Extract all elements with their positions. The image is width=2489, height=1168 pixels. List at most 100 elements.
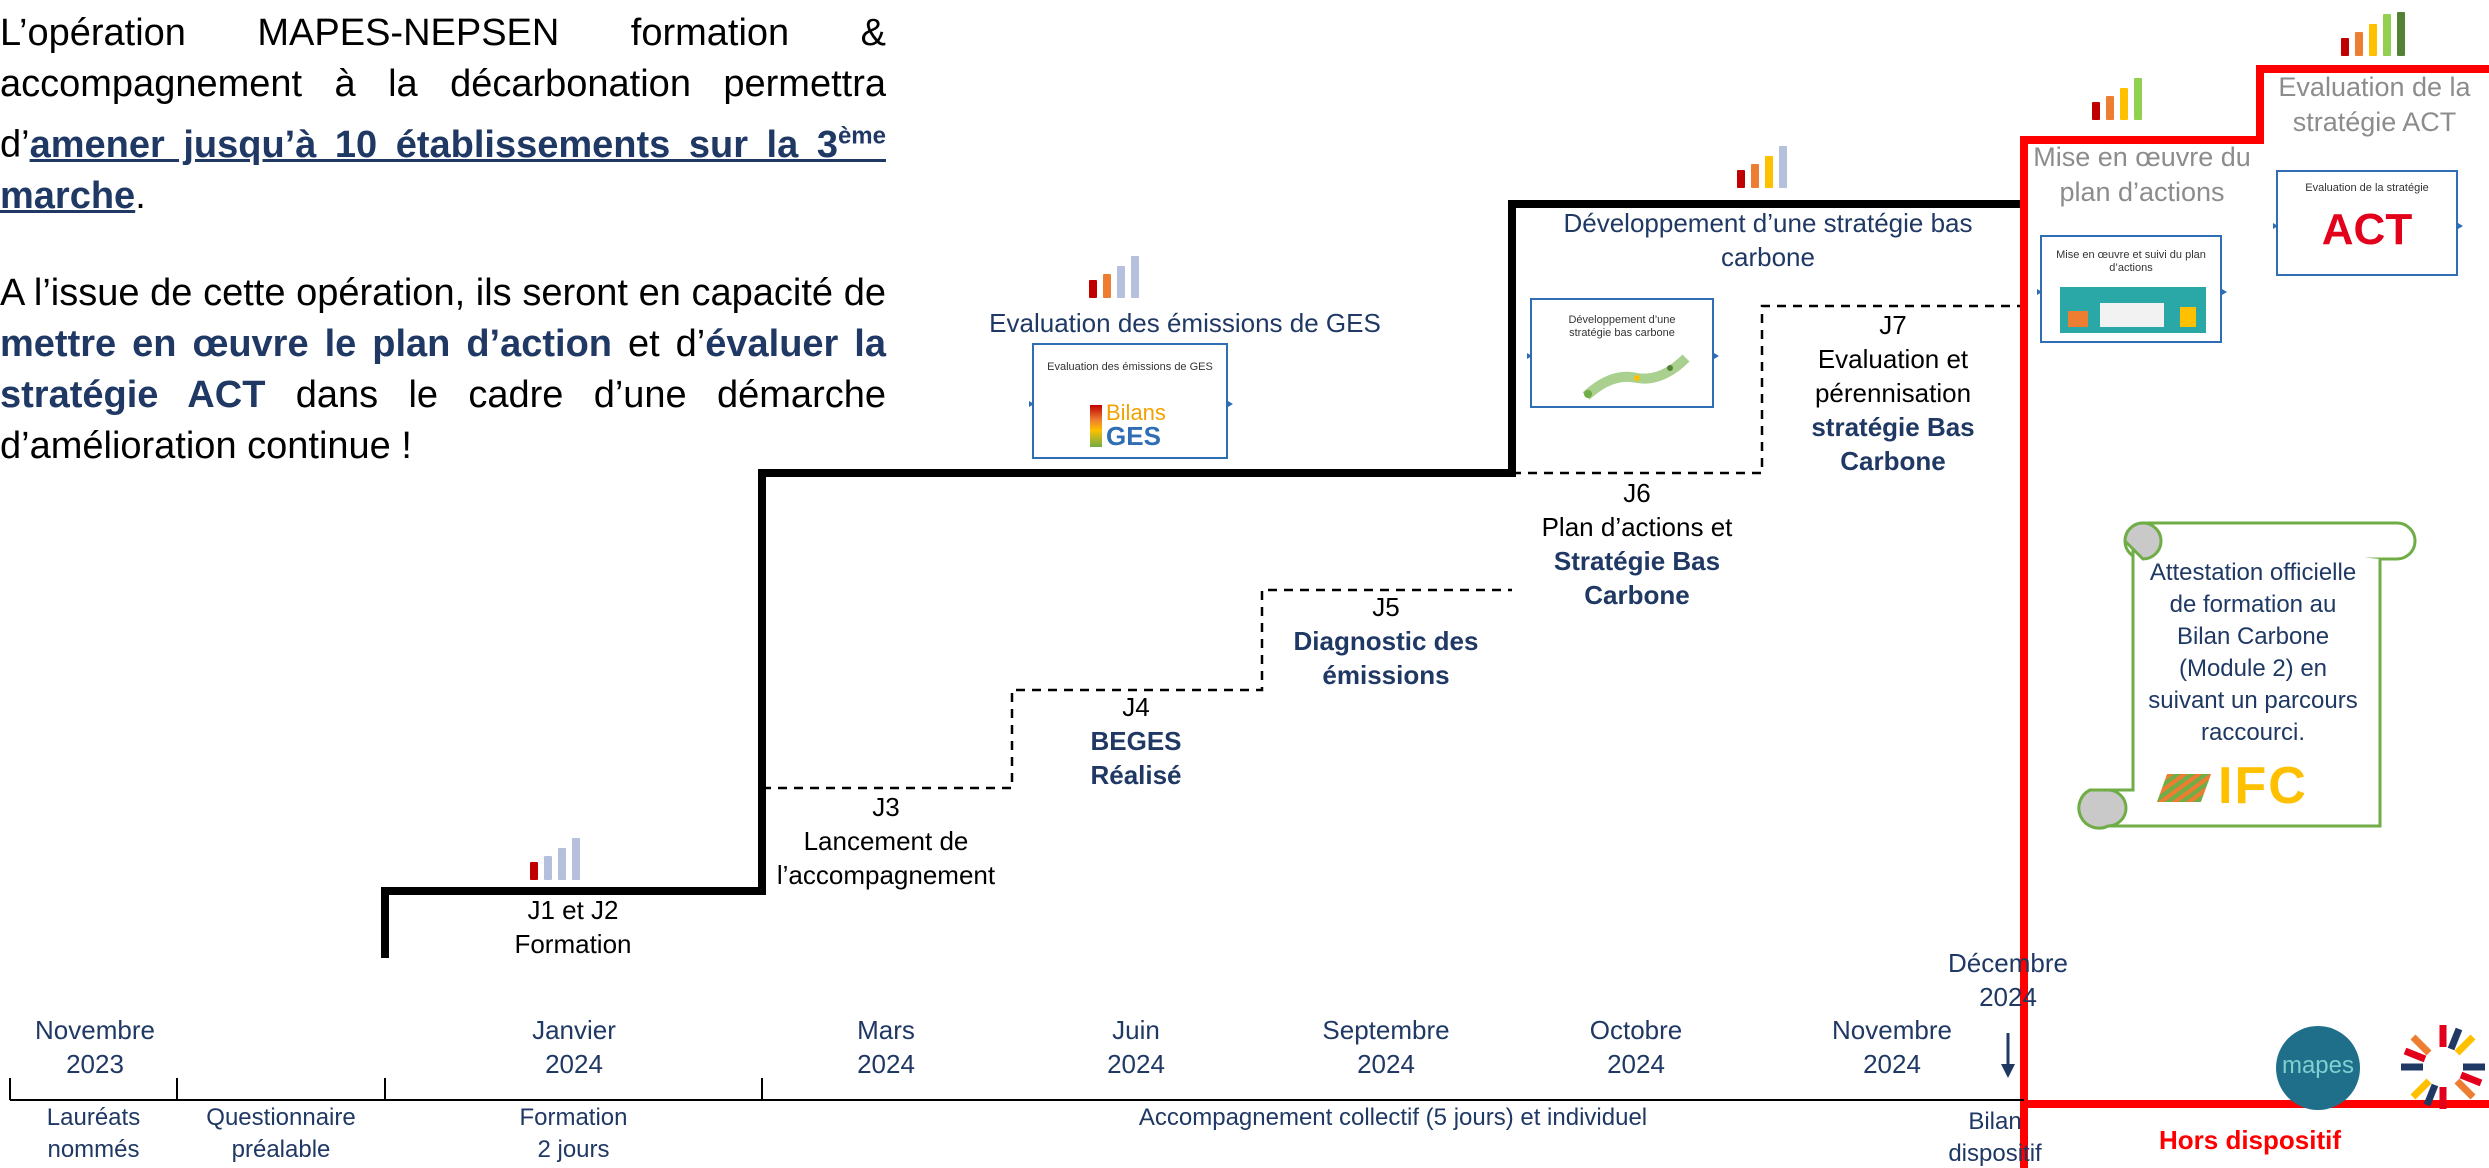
ges-card[interactable]: Evaluation des émissions de GES Bilans G… — [1029, 343, 1233, 459]
level-2-bars-icon — [1089, 256, 1139, 298]
ifc-mark-icon — [2156, 774, 2212, 802]
act-title-line2: stratégie ACT — [2292, 107, 2457, 137]
phase-formation: Formation 2 jours — [385, 1102, 762, 1166]
phase-bilan: Bilan dispositif — [1900, 1106, 2090, 1168]
phase-4-line2: dispositif — [1948, 1140, 2042, 1167]
act-section-title: Evaluation de la stratégie ACT — [2260, 70, 2489, 140]
plan-title-line2: plan d’actions — [2059, 177, 2225, 207]
step-j7-line4: stratégie Bas — [1811, 412, 1975, 442]
step-j4-line2: BEGES — [1090, 726, 1182, 756]
strategie-title-line2: carbone — [1721, 242, 1815, 272]
step-j5-code: J5 — [1372, 592, 1400, 622]
date-4-month: Septembre — [1322, 1015, 1450, 1045]
dashed-steps — [762, 588, 1512, 790]
step-j7-code: J7 — [1879, 310, 1907, 340]
dashed-step-j7 — [1512, 304, 2024, 475]
step-j4: J4 BEGES Réalisé — [1036, 690, 1236, 792]
phase-laureats: Lauréats nommés — [10, 1102, 177, 1166]
solid-staircase — [381, 200, 2024, 958]
scroll-text: Attestation officielle de formation au B… — [2128, 557, 2378, 749]
step-j1-j2-text: Formation — [514, 929, 632, 959]
step-j5-line3: émissions — [1322, 660, 1450, 690]
date-novembre-2023: Novembre 2023 — [0, 1013, 190, 1081]
phase-0-line1: Lauréats — [46, 1104, 141, 1131]
step-j6-line3: Stratégie Bas — [1553, 546, 1721, 576]
step-j7-line2: Evaluation et — [1817, 344, 1969, 374]
plan-illustration — [2060, 287, 2206, 333]
step-j3-line2: Lancement de — [803, 826, 969, 856]
date-novembre-2024: Novembre 2024 — [1802, 1013, 1982, 1081]
ifc-text: IFC — [2218, 757, 2308, 815]
step-j3-line3: l’accompagnement — [776, 860, 996, 890]
phase-2-line2: 2 jours — [537, 1136, 610, 1163]
level-3-bars-icon — [1737, 146, 1787, 188]
step-j1-j2: J1 et J2 Formation — [473, 893, 673, 961]
act-title-line1: Evaluation de la — [2278, 72, 2471, 102]
strategie-title-line1: Développement d’une stratégie bas — [1563, 208, 1973, 238]
strategie-card[interactable]: Développement d’une stratégie bas carbon… — [1527, 298, 1719, 408]
phase-0-line2: nommés — [47, 1136, 140, 1163]
phase-1-line2: préalable — [231, 1136, 331, 1163]
intro-p1-text: L’opération MAPES-NEPSEN formation & acc… — [0, 12, 886, 166]
step-j4-code: J4 — [1122, 692, 1150, 722]
partner-sun-logo — [2401, 1025, 2485, 1109]
phase-4-line1: Bilan — [1968, 1108, 2022, 1135]
date-janvier-2024: Janvier 2024 — [484, 1013, 664, 1081]
level-4-bars-icon — [2092, 78, 2142, 120]
phase-3-line1: Accompagnement collectif (5 jours) et in… — [1138, 1104, 1648, 1131]
intro-p1-link-2: marche — [0, 174, 136, 217]
step-j5-line2: Diagnostic des — [1293, 626, 1479, 656]
date-5-month: Octobre — [1589, 1015, 1683, 1045]
step-j3-code: J3 — [872, 792, 900, 822]
plan-card[interactable]: Mise en œuvre et suivi du plan d’actions — [2037, 235, 2227, 343]
phase-2-line1: Formation — [519, 1104, 628, 1131]
phase-accompagnement: Accompagnement collectif (5 jours) et in… — [762, 1102, 2024, 1134]
scroll-line6: raccourci. — [2200, 719, 2306, 746]
ifc-logo: IFC — [2156, 758, 2342, 814]
date-0-month: Novembre — [35, 1015, 155, 1045]
scroll-line3: Bilan Carbone — [2176, 623, 2330, 650]
bilans-text: Bilans — [1106, 400, 1166, 425]
green-path-icon — [1582, 354, 1690, 400]
date-3-year: 2024 — [1107, 1049, 1165, 1079]
step-j1-j2-code: J1 et J2 — [527, 895, 619, 925]
step-j7-line3: pérennisation — [1814, 378, 1972, 408]
date-3-month: Juin — [1112, 1015, 1160, 1045]
intro-p2-e: dans le cadre d’une démarche d’améliorat… — [0, 374, 886, 467]
step-j7: J7 Evaluation et pérennisation stratégie… — [1768, 308, 2018, 478]
date-7-year: 2024 — [1979, 982, 2037, 1012]
date-6-month: Novembre — [1832, 1015, 1952, 1045]
step-j6-line4: Carbone — [1584, 580, 1690, 610]
date-7-month: Décembre — [1948, 948, 2068, 978]
intro-p2-c: et d’ — [612, 323, 706, 365]
date-5-year: 2024 — [1607, 1049, 1665, 1079]
date-4-year: 2024 — [1357, 1049, 1415, 1079]
phase-questionnaire: Questionnaire préalable — [177, 1102, 385, 1166]
intro-p2-d: évaluer la stratégie ACT — [0, 323, 886, 416]
plan-title-line1: Mise en œuvre du — [2033, 142, 2251, 172]
step-j6-line2: Plan d’actions et — [1541, 512, 1733, 542]
intro-p1-highlight: amener jusqu’à 10 établissements sur la … — [0, 122, 886, 217]
date-octobre-2024: Octobre 2024 — [1546, 1013, 1726, 1081]
strategie-section-title: Développement d’une stratégie bas carbon… — [1512, 206, 2024, 274]
ges-section-title: Evaluation des émissions de GES — [989, 308, 1381, 338]
date-mars-2024: Mars 2024 — [796, 1013, 976, 1081]
level-5-bars-icon — [2341, 12, 2405, 56]
act-card[interactable]: Evaluation de la stratégie ACT — [2273, 170, 2463, 276]
date-decembre-2024: Décembre 2024 — [1918, 946, 2098, 1014]
intro-paragraph-1: L’opération MAPES-NEPSEN formation & acc… — [0, 8, 886, 222]
hors-dispositif-label: Hors dispositif — [2158, 1125, 2341, 1155]
date-septembre-2024: Septembre 2024 — [1286, 1013, 1486, 1081]
intro-p1-link-1: amener jusqu’à 10 établissements sur la … — [29, 123, 838, 166]
scroll-line2: de formation au — [2169, 591, 2337, 618]
scroll-line1: Attestation officielle — [2149, 559, 2357, 586]
red-outline — [2020, 65, 2489, 1168]
date-2-year: 2024 — [857, 1049, 915, 1079]
date-6-year: 2024 — [1863, 1049, 1921, 1079]
step-j5: J5 Diagnostic des émissions — [1266, 590, 1506, 692]
plan-card-title: Mise en œuvre et suivi du plan d’actions — [2056, 249, 2206, 274]
phase-1-line1: Questionnaire — [206, 1104, 356, 1131]
intro-p2-a: A l’issue de cette opération, ils seront… — [0, 272, 886, 314]
